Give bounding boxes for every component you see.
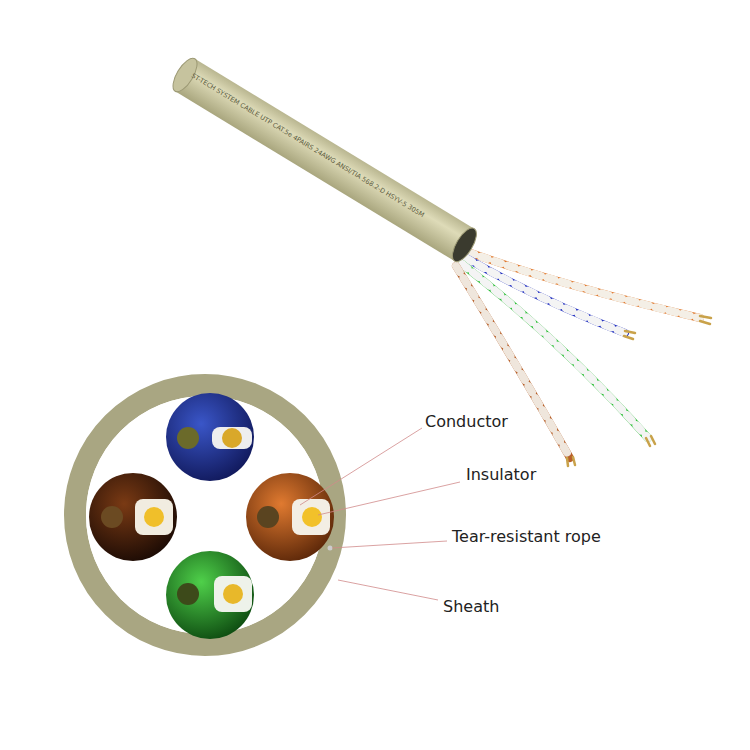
part-label: Conductor bbox=[425, 412, 508, 431]
part-label: Tear-resistant rope bbox=[452, 527, 601, 546]
green-pair bbox=[166, 551, 254, 639]
leader-lines bbox=[300, 428, 460, 600]
cable-print: ST-TECH SYSTEM CABLE UTP CAT.5e 4PAIRS 2… bbox=[190, 72, 425, 218]
cross-section bbox=[75, 385, 335, 645]
part-label: Sheath bbox=[443, 597, 499, 616]
part-label: Insulator bbox=[466, 465, 536, 484]
blue-pair bbox=[166, 393, 254, 481]
cable-jacket bbox=[168, 55, 481, 266]
twisted-pairs bbox=[456, 252, 711, 466]
brown-pair bbox=[89, 473, 177, 561]
orange-pair bbox=[246, 473, 334, 561]
